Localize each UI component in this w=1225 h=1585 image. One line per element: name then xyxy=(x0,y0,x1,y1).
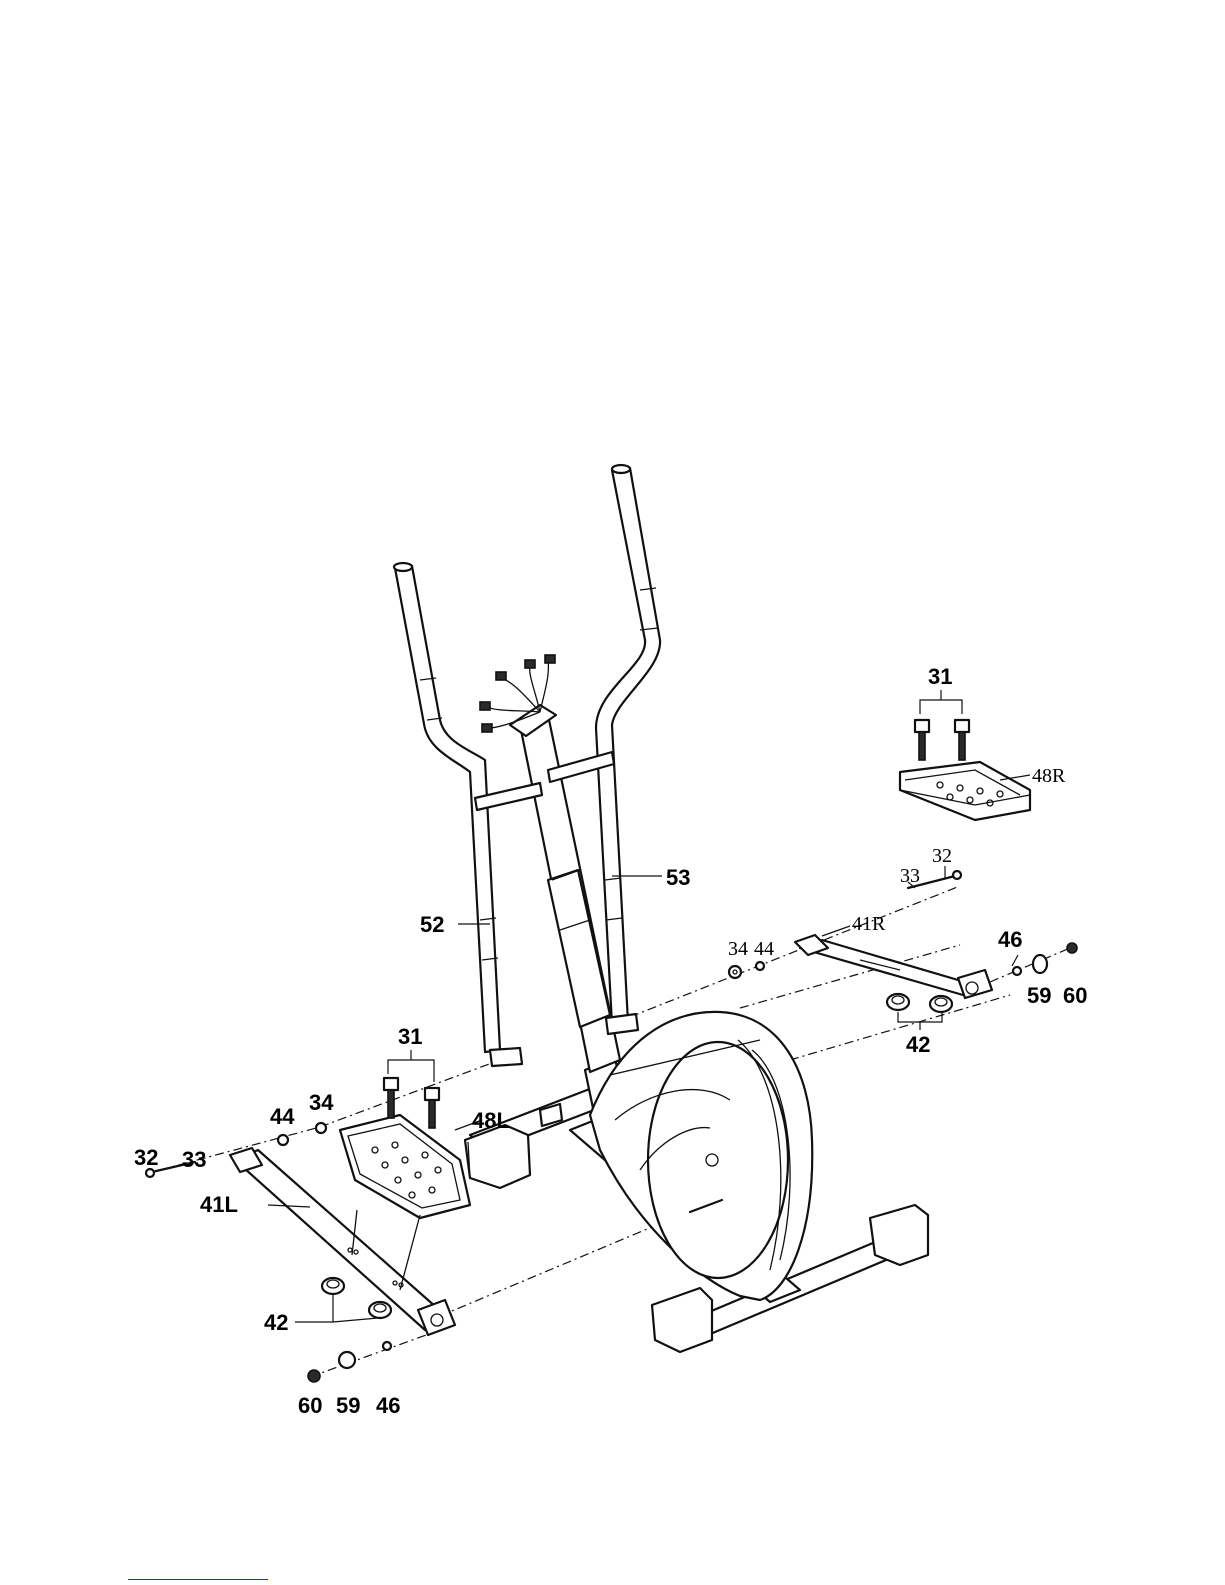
callout-42-left: 42 xyxy=(264,1310,288,1335)
pedal-arm-right-41R xyxy=(795,935,992,998)
hardware-right xyxy=(729,871,1077,1012)
callout-60-left: 60 xyxy=(298,1393,322,1418)
callout-34-left: 34 xyxy=(309,1090,334,1115)
callout-31-right: 31 xyxy=(928,664,952,689)
callout-59-right: 59 xyxy=(1027,983,1051,1008)
callout-46-left: 46 xyxy=(376,1393,400,1418)
callout-53: 53 xyxy=(666,865,690,890)
callout-52: 52 xyxy=(420,912,444,937)
callout-42-right: 42 xyxy=(906,1032,930,1057)
callout-34-right: 34 xyxy=(728,938,748,960)
bolts-right-31 xyxy=(915,720,969,760)
callout-44-left: 44 xyxy=(270,1104,295,1129)
flywheel-shroud xyxy=(590,1012,812,1300)
callout-33-left: 33 xyxy=(182,1147,206,1172)
pedal-right-48R xyxy=(900,762,1030,820)
footer-link-underline xyxy=(128,1579,268,1580)
callout-31-left: 31 xyxy=(398,1024,422,1049)
handlebar-left-52 xyxy=(394,563,542,1066)
callout-60-right: 60 xyxy=(1063,983,1087,1008)
callout-41R: 41R xyxy=(852,913,886,935)
callout-33-right: 33 xyxy=(900,865,920,887)
callout-59-left: 59 xyxy=(336,1393,360,1418)
nuts-right-42 xyxy=(887,994,952,1012)
callout-44-right: 44 xyxy=(754,938,774,960)
callout-48R: 48R xyxy=(1032,765,1066,787)
callout-32-right: 32 xyxy=(932,845,952,867)
callout-41L: 41L xyxy=(200,1192,238,1217)
callout-48L: 48L xyxy=(472,1108,510,1133)
callout-46-right: 46 xyxy=(998,927,1022,952)
callout-32-left: 32 xyxy=(134,1145,158,1170)
